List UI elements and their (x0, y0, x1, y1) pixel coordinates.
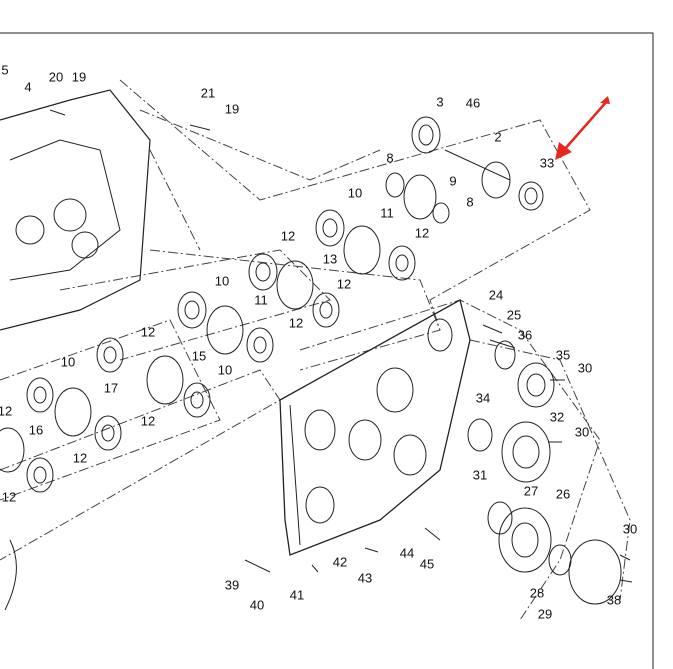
part-number-label: 8 (386, 150, 394, 166)
part-number-label: 44 (399, 545, 415, 561)
part-number-label: 13 (322, 251, 338, 267)
part-number-label: 19 (224, 101, 240, 117)
part-number-label: 25 (506, 307, 522, 323)
part-number-label: 27 (523, 483, 539, 499)
part-number-label: 33 (539, 155, 555, 171)
part-number-label: 12 (140, 324, 156, 340)
part-number-label: 21 (200, 85, 216, 101)
part-number-label: 11 (380, 205, 394, 221)
frame-border (0, 32, 654, 669)
part-number-label: 40 (249, 597, 265, 613)
part-number-label: 12 (0, 403, 13, 419)
part-number-label: 39 (224, 577, 240, 593)
part-number-label: 15 (191, 348, 207, 364)
part-number-label: 12 (280, 228, 296, 244)
part-number-label: 12 (288, 315, 304, 331)
part-number-label: 10 (60, 354, 76, 370)
part-number-label: 38 (606, 592, 622, 608)
part-number-label: 10 (217, 362, 233, 378)
part-number-label: 3 (436, 94, 444, 110)
part-number-label: 30 (574, 424, 590, 440)
part-number-label: 46 (465, 95, 481, 111)
part-number-label: 4 (24, 79, 32, 95)
part-number-label: 43 (357, 570, 373, 586)
part-number-label: 11 (254, 292, 268, 308)
part-number-label: 2 (494, 129, 502, 145)
part-number-label: 5 (1, 62, 9, 78)
part-number-label: 12 (414, 225, 430, 241)
part-number-label: 24 (488, 287, 504, 303)
part-number-label: 12 (72, 450, 88, 466)
part-number-label: 19 (71, 69, 87, 85)
part-number-label: 12 (1, 489, 17, 505)
part-number-label: 42 (332, 554, 348, 570)
part-number-label: 30 (622, 521, 638, 537)
red-arrow (555, 96, 610, 160)
part-number-label: 17 (103, 380, 119, 396)
part-number-label: 41 (289, 587, 305, 603)
part-number-label: 8 (466, 194, 474, 210)
part-number-label: 12 (336, 276, 352, 292)
part-number-label: 30 (577, 360, 593, 376)
part-number-label: 29 (537, 606, 553, 622)
part-number-label: 31 (472, 467, 488, 483)
part-number-label: 10 (347, 185, 363, 201)
part-number-label: 34 (475, 390, 491, 406)
part-number-label: 28 (529, 585, 545, 601)
part-number-label: 20 (48, 69, 64, 85)
part-number-label: 10 (214, 273, 230, 289)
gears (0, 116, 544, 493)
part-number-label: 32 (549, 409, 565, 425)
part-number-label: 45 (419, 556, 435, 572)
part-number-label: 35 (555, 347, 571, 363)
part-number-label: 36 (517, 327, 533, 343)
part-number-label: 16 (28, 422, 44, 438)
part-number-label: 9 (449, 173, 457, 189)
part-number-label: 26 (555, 486, 571, 502)
part-number-label: 12 (140, 413, 156, 429)
